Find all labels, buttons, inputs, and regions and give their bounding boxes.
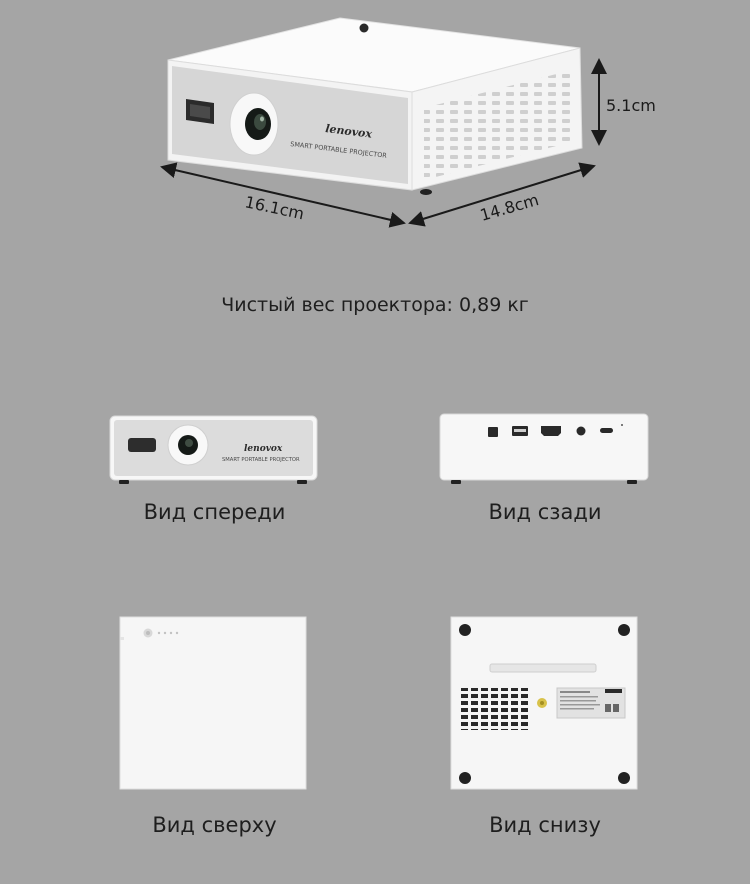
side-vent-grille <box>424 70 572 180</box>
brand-logo: lenovox <box>325 122 373 141</box>
audio-port <box>576 426 586 436</box>
foot <box>119 480 129 484</box>
top-sensor <box>359 23 369 33</box>
ir-sensor-window <box>128 438 156 452</box>
front-view-image: lenovox SMART PORTABLE PROJECTOR <box>109 415 318 484</box>
projector-front-panel <box>172 66 408 184</box>
foot <box>451 480 461 484</box>
depth-label: 14.8cm <box>478 190 541 225</box>
foot <box>420 189 432 195</box>
foot <box>627 480 637 484</box>
width-label: 16.1cm <box>243 192 306 223</box>
foot <box>618 624 630 636</box>
brand-logo: lenovox <box>244 444 283 454</box>
dc-port <box>488 427 498 437</box>
height-label: 5.1cm <box>606 96 656 115</box>
foot <box>459 624 471 636</box>
bottom-vent-grille <box>461 688 531 730</box>
depth-arrow <box>408 162 596 227</box>
brand-tagline: SMART PORTABLE PROJECTOR <box>222 457 300 463</box>
rear-view-caption: Вид сзади <box>488 500 602 524</box>
bottom-slot <box>489 663 597 673</box>
top-view-image <box>119 616 307 790</box>
foot <box>459 772 471 784</box>
bottom-view-image <box>450 616 638 790</box>
hdmi-port <box>541 426 561 436</box>
projector-3d-view: lenovox SMART PORTABLE PROJECTOR <box>167 17 583 195</box>
top-view-caption: Вид сверху <box>152 813 277 837</box>
foot <box>618 772 630 784</box>
bottom-view-caption: Вид снизу <box>489 813 601 837</box>
net-weight-caption: Чистый вес проектора: 0,89 кг <box>221 294 529 316</box>
rear-view-image <box>439 413 649 484</box>
usb-c-port <box>600 428 613 433</box>
width-arrow <box>160 162 406 228</box>
front-view-caption: Вид спереди <box>143 500 286 524</box>
foot <box>297 480 307 484</box>
